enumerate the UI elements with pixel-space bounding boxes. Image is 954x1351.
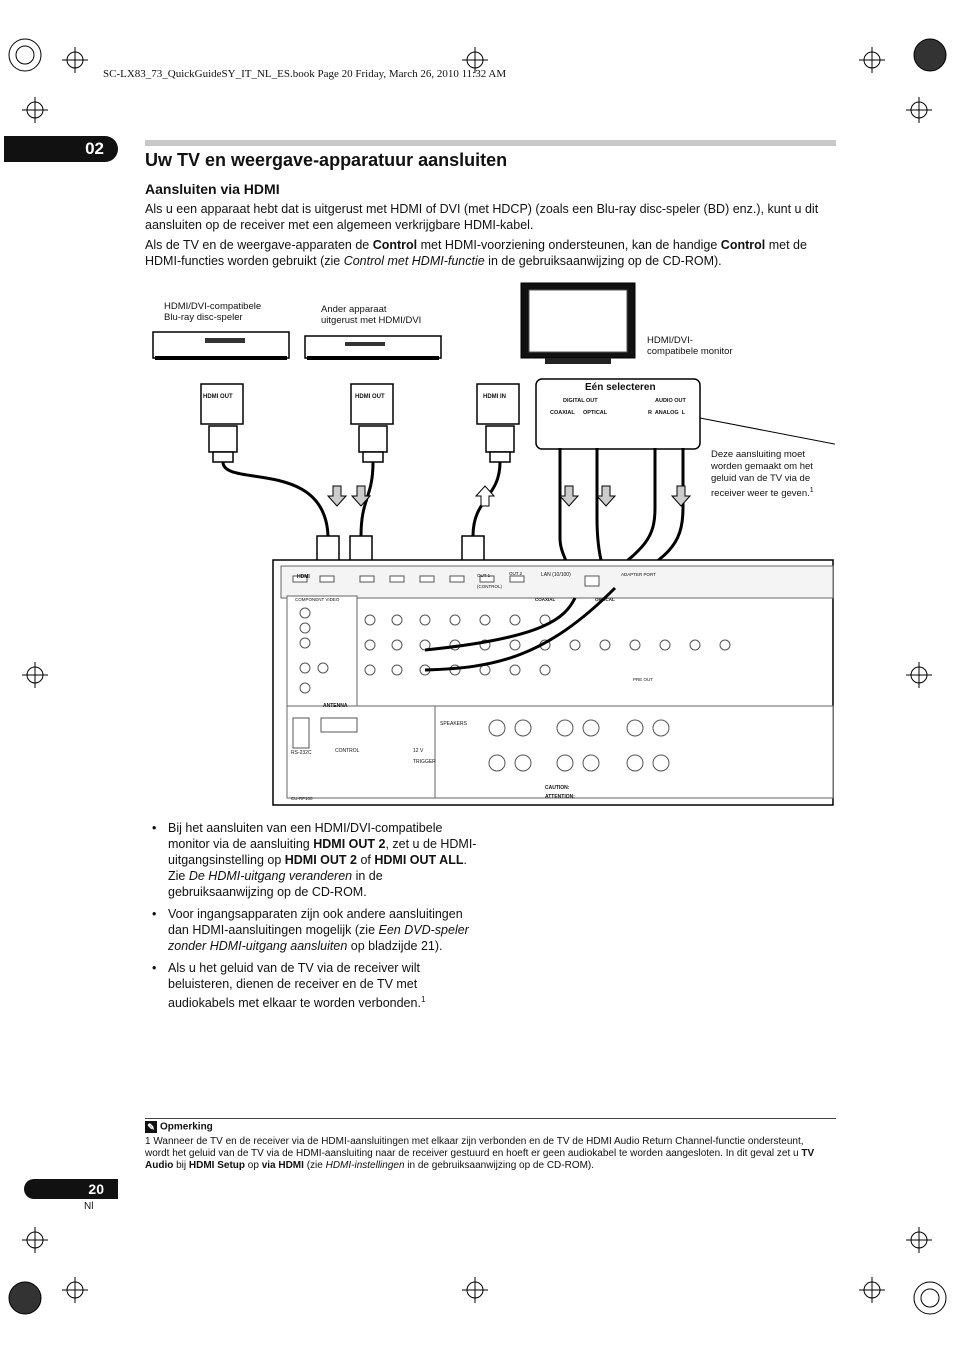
rx-rs232c-label: RS-232C <box>291 750 312 756</box>
bullet-item: Voor ingangsapparaten zijn ook andere aa… <box>152 906 482 954</box>
rx-out2-label: OUT 2 <box>509 571 523 576</box>
rx-optical-label: OPTICAL <box>595 597 615 602</box>
hdmi-out-label-2: HDMI OUT <box>355 394 385 400</box>
language-code: Nl <box>84 1201 94 1212</box>
bullet-item: Als u het geluid van de TV via de receiv… <box>152 960 482 1011</box>
rx-coaxial-label: COAXIAL <box>535 597 556 602</box>
connection-diagram: HDMI/DVI-compatibele Blu-ray disc-speler… <box>145 278 835 808</box>
intro-paragraph: Als u een apparaat hebt dat is uitgerust… <box>145 202 819 232</box>
audio-out-label: AUDIO OUT <box>655 398 686 404</box>
rx-trigger-label: 12 V TRIGGER <box>413 748 436 765</box>
coaxial-label: COAXIAL <box>550 410 575 416</box>
rx-caution-label: CAUTION: <box>545 785 570 791</box>
optical-label: OPTICAL <box>583 410 608 416</box>
rx-out1-label: OUT 1 (CONTROL) <box>477 573 502 589</box>
top-rule <box>145 140 836 146</box>
rx-speakers-label: SPEAKERS <box>440 721 467 727</box>
analog-label: R ANALOG L <box>648 410 686 416</box>
rx-lan-label: LAN (10/100) <box>541 572 571 578</box>
note-icon: ✎ <box>145 1121 157 1133</box>
other-device-label: Ander apparaat uitgerust met HDMI/DVI <box>321 304 422 326</box>
rx-antenna-label: ANTENNA <box>323 703 348 709</box>
rx-preout-label: PRE OUT <box>633 677 654 682</box>
diagram-svg <box>152 282 835 806</box>
note-text: 1 Wanneer de TV en de receiver via de HD… <box>145 1136 815 1171</box>
note-heading: ✎Opmerking <box>145 1121 213 1133</box>
rx-control-label: CONTROL <box>335 748 360 754</box>
section-title: Aansluiten via HDMI <box>145 181 280 197</box>
digital-out-label: DIGITAL OUT <box>563 398 598 404</box>
bd-player-illustration <box>152 331 290 360</box>
book-header: SC-LX83_73_QuickGuideSY_IT_NL_ES.book Pa… <box>103 68 507 80</box>
side-note: Deze aansluiting moet worden gemaakt om … <box>711 449 814 500</box>
page-number: 20 <box>24 1179 118 1199</box>
other-device-illustration <box>304 335 442 360</box>
tv-illustration <box>520 282 636 364</box>
receiver-illustration <box>272 559 834 806</box>
bullet-list: Bij het aansluiten van een HDMI/DVI-comp… <box>152 820 482 1017</box>
page-title: Uw TV en weergave-apparatuur aansluiten <box>145 150 508 170</box>
note-rule <box>145 1118 836 1119</box>
hdmi-callouts <box>200 383 520 425</box>
hdmi-in-label: HDMI IN <box>483 394 506 400</box>
rx-attention-label: ATTENTION: <box>545 794 575 800</box>
select-one-label: Eén selecteren <box>585 382 656 393</box>
rx-component-label: COMPONENT VIDEO <box>295 597 340 602</box>
rx-hdmi-label: HDMI <box>297 574 310 580</box>
hdmi-out-label-1: HDMI OUT <box>203 394 233 400</box>
control-paragraph: Als de TV en de weergave-apparaten de Co… <box>145 238 807 268</box>
rx-adapter-label: ADAPTER PORT <box>621 572 656 577</box>
bd-player-label: HDMI/DVI-compatibele Blu-ray disc-speler <box>164 301 262 323</box>
chapter-tab: 02 <box>4 136 118 162</box>
monitor-label: HDMI/DVI- compatibele monitor <box>647 335 733 357</box>
rx-cu-label: CU-RF100 <box>291 796 313 801</box>
bullet-item: Bij het aansluiten van een HDMI/DVI-comp… <box>152 820 482 900</box>
